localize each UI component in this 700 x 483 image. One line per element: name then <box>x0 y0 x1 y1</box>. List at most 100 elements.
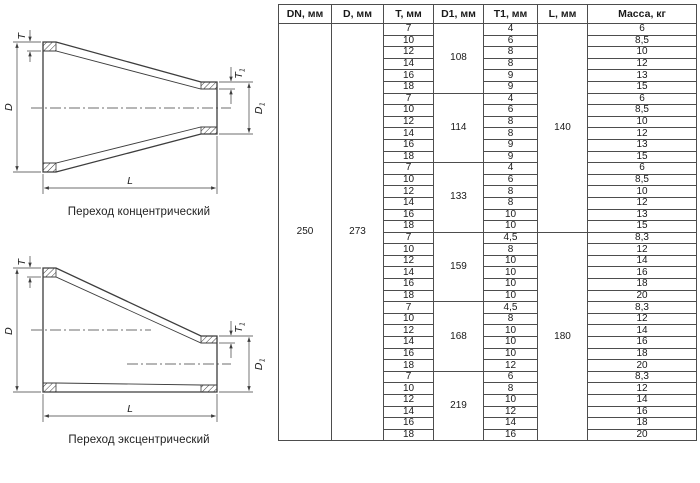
mass-cell: 20 <box>587 428 697 442</box>
t1-cell: 8 <box>483 57 538 71</box>
eccentric-reducer-block: T D T1 D1 L Переход эксцентрический <box>3 240 275 446</box>
t1-cell: 4,5 <box>483 301 538 314</box>
dim-label-L: L <box>127 176 133 187</box>
t1-cell: 4,5 <box>483 231 538 245</box>
dimension-lines <box>13 256 253 422</box>
mass-cell: 8,5 <box>587 104 697 117</box>
t1-cell: 9 <box>483 80 538 94</box>
t1-cell: 10 <box>483 324 538 338</box>
mass-cell: 20 <box>587 289 697 303</box>
t1-cell: 10 <box>483 220 538 233</box>
dim-label-L: L <box>127 404 133 415</box>
d1-cell: 159 <box>433 231 484 303</box>
mass-cell: 18 <box>587 278 697 291</box>
t1-cell: 16 <box>483 428 538 442</box>
mass-cell: 12 <box>587 196 697 210</box>
t1-cell: 10 <box>483 347 538 361</box>
eccentric-caption: Переход эксцентрический <box>68 434 210 446</box>
mass-cell: 15 <box>587 150 697 164</box>
t1-cell: 6 <box>483 370 538 384</box>
t1-cell: 9 <box>483 138 538 152</box>
t-cell: 18 <box>383 150 434 164</box>
mass-cell: 10 <box>587 46 697 59</box>
mass-cell: 18 <box>587 347 697 361</box>
mass-cell: 8,3 <box>587 370 697 384</box>
t-cell: 14 <box>383 405 434 419</box>
col-header-t: T, мм <box>383 4 434 24</box>
t-cell: 14 <box>383 196 434 210</box>
t1-cell: 4 <box>483 23 538 36</box>
col-header-d1: D1, мм <box>433 4 484 24</box>
t1-cell: 8 <box>483 382 538 395</box>
t-cell: 12 <box>383 46 434 59</box>
t-cell: 18 <box>383 80 434 94</box>
t-cell: 16 <box>383 278 434 291</box>
mass-cell: 12 <box>587 312 697 326</box>
d1-cell: 108 <box>433 23 484 94</box>
t1-cell: 6 <box>483 104 538 117</box>
t1-cell: 8 <box>483 46 538 59</box>
t1-cell: 8 <box>483 243 538 256</box>
mass-cell: 20 <box>587 359 697 372</box>
t1-cell: 10 <box>483 254 538 268</box>
mass-cell: 12 <box>587 243 697 256</box>
mass-cell: 8,5 <box>587 173 697 187</box>
mass-cell: 14 <box>587 324 697 338</box>
d1-cell: 133 <box>433 162 484 233</box>
t-cell: 16 <box>383 138 434 152</box>
dim-label-T1: T1 <box>234 68 247 79</box>
t1-cell: 6 <box>483 34 538 48</box>
mass-cell: 6 <box>587 92 697 106</box>
t1-cell: 10 <box>483 394 538 407</box>
eccentric-reducer-drawing: T D T1 D1 L <box>4 256 267 422</box>
hatched-wall-sections <box>42 41 218 173</box>
mass-cell: 8,3 <box>587 231 697 245</box>
t-cell: 7 <box>383 23 434 36</box>
pipe-outer-outline <box>42 41 218 173</box>
mass-cell: 16 <box>587 405 697 419</box>
t-cell: 10 <box>383 243 434 256</box>
d1-cell: 114 <box>433 92 484 164</box>
mass-cell: 14 <box>587 254 697 268</box>
t-cell: 12 <box>383 115 434 129</box>
concentric-reducer-drawing: T D T1 D1 L <box>4 30 267 194</box>
mass-cell: 12 <box>587 127 697 140</box>
mass-cell: 16 <box>587 336 697 349</box>
t1-cell: 14 <box>483 417 538 430</box>
mass-cell: 18 <box>587 417 697 430</box>
dn-cell: 250 <box>278 22 332 442</box>
col-header-d: D, мм <box>331 4 384 24</box>
t1-cell: 8 <box>483 115 538 129</box>
t1-cell: 12 <box>483 359 538 372</box>
col-header-t1: T1, мм <box>483 4 538 24</box>
t1-cell: 10 <box>483 289 538 303</box>
mass-cell: 15 <box>587 80 697 94</box>
t-cell: 16 <box>383 69 434 82</box>
d1-cell: 168 <box>433 301 484 372</box>
t1-cell: 4 <box>483 162 538 175</box>
mass-cell: 14 <box>587 394 697 407</box>
spec-table: DN, мм D, мм T, мм D1, мм T1, мм L, мм М… <box>278 4 697 442</box>
mass-cell: 8,5 <box>587 34 697 48</box>
t-cell: 7 <box>383 92 434 106</box>
mass-cell: 13 <box>587 69 697 82</box>
dimension-lines <box>13 30 253 194</box>
t1-cell: 8 <box>483 127 538 140</box>
t-cell: 7 <box>383 231 434 245</box>
dim-label-D1: D1 <box>254 358 267 370</box>
t-cell: 14 <box>383 266 434 280</box>
